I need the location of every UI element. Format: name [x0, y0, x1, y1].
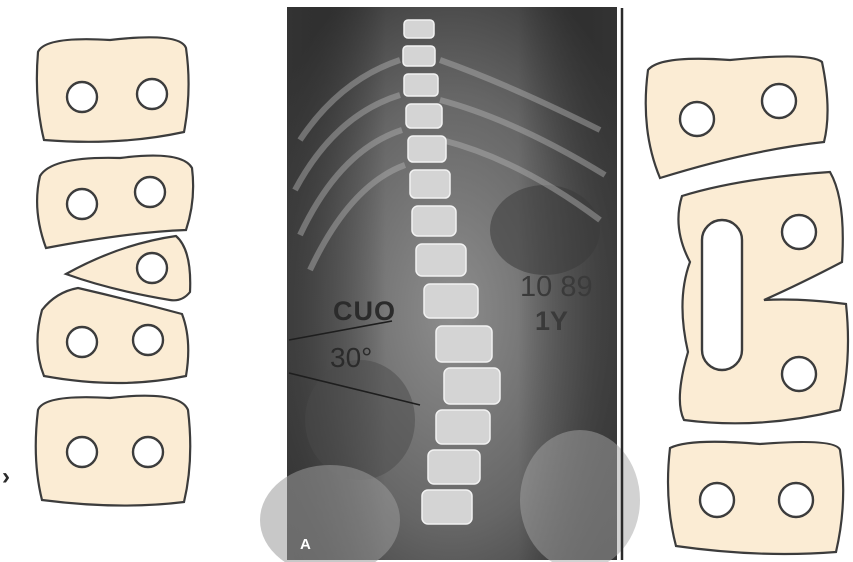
- left-hole-4b: [133, 437, 163, 467]
- left-spine-diagram: [36, 37, 193, 505]
- right-hole-bottom-b: [779, 483, 813, 517]
- left-hole-1b: [137, 79, 167, 109]
- xray-panel-letter: A: [300, 536, 311, 553]
- left-vertebra-2: [37, 156, 193, 248]
- right-vertebra-top: [646, 56, 828, 178]
- left-hole-3a: [67, 327, 97, 357]
- left-hole-1a: [67, 82, 97, 112]
- right-spine-diagram: [646, 56, 848, 554]
- left-hole-3b: [133, 325, 163, 355]
- left-hole-2a: [67, 189, 97, 219]
- xray-gas-shadow-left: [305, 360, 415, 480]
- xray-label-angle: 30°: [330, 342, 372, 373]
- left-hole-4a: [67, 437, 97, 467]
- left-hole-2b: [135, 177, 165, 207]
- xray-gas-shadow-right: [490, 185, 600, 275]
- left-hole-wedge: [137, 253, 167, 283]
- xray-label-cuo: CUO: [333, 296, 396, 326]
- xray-panel: CUO 30° 10 89 1Y A: [260, 7, 640, 562]
- xray-label-id: 10 89: [520, 271, 593, 303]
- right-bar-slot: [702, 220, 742, 370]
- left-vertebra-3: [37, 288, 188, 383]
- right-hole-bottom-a: [700, 483, 734, 517]
- xray-label-year: 1Y: [535, 306, 568, 336]
- right-hole-top-a: [680, 102, 714, 136]
- right-hole-bar-upper: [782, 215, 816, 249]
- right-vertebra-bottom: [668, 442, 843, 554]
- left-vertebra-4: [36, 396, 191, 506]
- right-hole-top-b: [762, 84, 796, 118]
- left-edge-arrow: ›: [2, 463, 10, 490]
- right-hole-bar-lower: [782, 357, 816, 391]
